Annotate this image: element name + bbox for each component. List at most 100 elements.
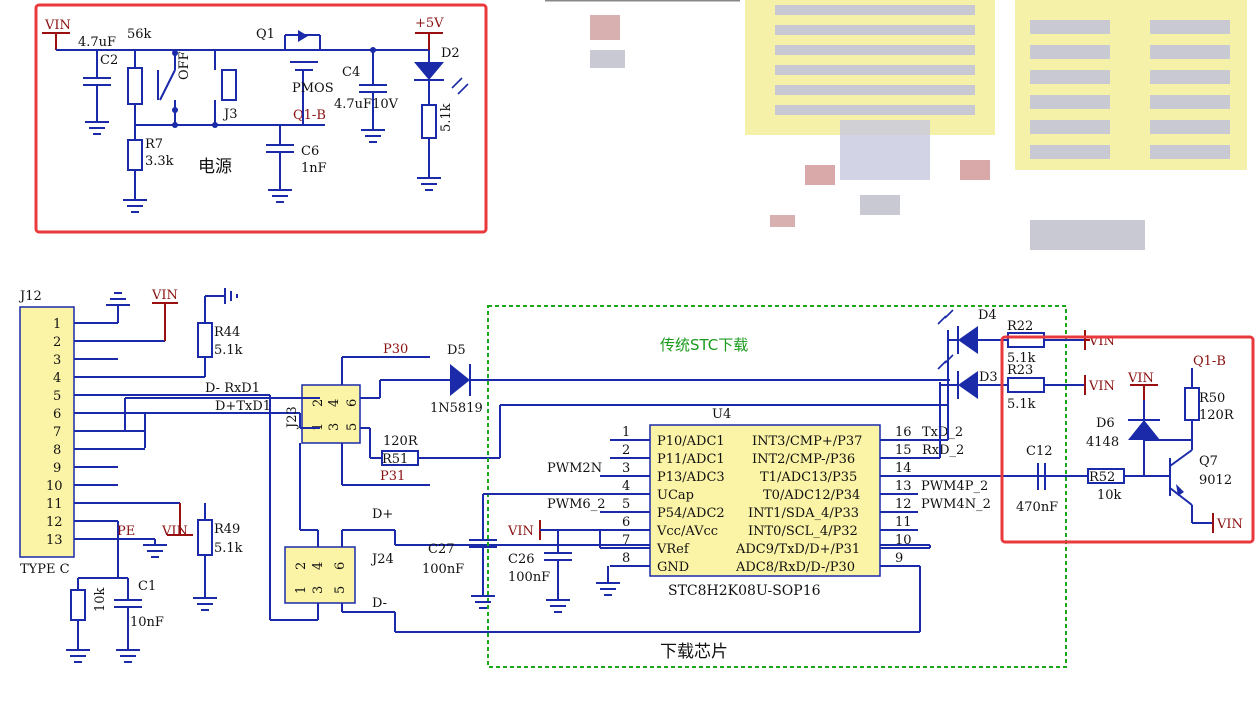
q1b-label: Q1-B <box>293 108 326 123</box>
d2-resistor-value: 5.1k <box>439 103 454 132</box>
vin-label: VIN <box>44 18 71 33</box>
r44-value: 5.1k <box>214 343 243 358</box>
pin-number: 6 <box>622 515 630 530</box>
d6-value: 4148 <box>1086 435 1119 450</box>
pwm6-label: PWM6_2 <box>547 497 605 512</box>
j24-pin: 2 <box>294 562 309 570</box>
highlight-box-power <box>34 3 488 234</box>
j12-pin: 1 <box>53 317 61 332</box>
pmos-label: PMOS <box>292 81 334 96</box>
r52-label: R52 <box>1089 470 1115 485</box>
c12-value: 470nF <box>1016 500 1058 515</box>
pin-name: INT0/SCL_4/P32 <box>748 524 858 539</box>
j23-label: J23 <box>285 406 300 430</box>
j12-pin: 3 <box>53 353 61 368</box>
j12-pin: 5 <box>53 389 61 404</box>
pin-number: 13 <box>895 479 912 494</box>
driver-vin2-label: VIN <box>1216 517 1243 532</box>
pin-number: 11 <box>895 515 912 530</box>
driver-vin-label: VIN <box>1127 371 1154 386</box>
r50-label: R50 <box>1199 391 1225 406</box>
q1-label: Q1 <box>256 27 275 42</box>
j24-pin: 4 <box>311 562 326 570</box>
mcu-vin-label: VIN <box>507 524 534 539</box>
j24-pin: 5 <box>333 586 348 594</box>
mcu-title-cn: 传统STC下载 <box>660 336 748 354</box>
r7-label: R7 <box>145 137 163 152</box>
pin-number: 7 <box>622 533 630 548</box>
chassis-ground-symbol <box>205 288 238 304</box>
r52-value: 10k <box>1097 488 1122 503</box>
pwm2n-label: PWM2N <box>547 461 602 476</box>
mcu-section: 传统STC下载 下载芯片 U4 STC8H2K08U-SOP16 1P10/AD… <box>422 305 1088 668</box>
j12-pin: 2 <box>53 335 61 350</box>
ground-symbol <box>193 597 217 611</box>
pin-number: 4 <box>622 479 630 494</box>
j23-pin: 1 <box>311 423 326 431</box>
u4-chip <box>649 424 881 577</box>
c4-label: C4 <box>342 65 360 80</box>
d5-label: D5 <box>447 343 466 358</box>
c1-label: C1 <box>138 579 156 594</box>
pin-number: 16 <box>895 425 912 440</box>
pin-name: P11/ADC1 <box>657 452 725 467</box>
ground-symbol <box>143 544 167 558</box>
ground-symbol <box>268 189 292 203</box>
r23-value: 5.1k <box>1007 397 1036 412</box>
pin-name: ADC8/RxD/D-/P30 <box>735 560 855 575</box>
plus5v-label: +5V <box>415 16 444 31</box>
j12-pin: 6 <box>53 407 61 422</box>
j23-pin: 3 <box>327 423 342 431</box>
j24-pin: 3 <box>311 586 326 594</box>
pin-name: P10/ADC1 <box>657 434 725 449</box>
dm-rxd-label: D- RxD1 <box>205 381 260 396</box>
r7-value: 3.3k <box>145 154 174 169</box>
led-section: D4 R22 5.1k VIN D3 R23 5.1k VIN <box>937 308 1115 412</box>
r56k-value: 56k <box>127 27 152 42</box>
dp-txd-label: D+TxD1 <box>215 399 271 414</box>
pin-name: P13/ADC3 <box>657 470 725 485</box>
ground-symbol <box>85 121 109 135</box>
pin-number: 5 <box>622 497 630 512</box>
j12-pin: 7 <box>53 425 61 440</box>
pin-name: ADC9/TxD/D+/P31 <box>735 542 860 557</box>
pin-number: 10 <box>895 533 912 548</box>
r22-value: 5.1k <box>1007 351 1036 366</box>
j12-pin: 12 <box>46 515 63 530</box>
j12-connector <box>19 306 75 558</box>
r22-label: R22 <box>1007 319 1033 334</box>
off-label: OFF <box>177 51 192 80</box>
pin-number: 3 <box>622 461 630 476</box>
pe-label: PE <box>117 524 135 539</box>
rxd2-label: RxD_2 <box>922 443 964 458</box>
j12-pin: 8 <box>53 443 61 458</box>
p30-label: P30 <box>383 342 408 357</box>
txd2-label: TxD_2 <box>922 425 963 440</box>
power-label-cn: 电源 <box>198 157 232 177</box>
pin-number: 8 <box>622 551 630 566</box>
ground-symbol <box>471 595 495 609</box>
pin-name: UCap <box>657 488 694 503</box>
j12-pin: 11 <box>46 497 63 512</box>
j23-pin: 6 <box>345 399 360 407</box>
blurred-region <box>545 0 1247 250</box>
d3-label: D3 <box>979 370 998 385</box>
j23-pin: 4 <box>327 399 342 407</box>
c2-label: C2 <box>100 53 118 68</box>
j12-pin: 4 <box>53 371 61 386</box>
j12-pin: 13 <box>46 533 63 548</box>
q7-label: Q7 <box>1199 454 1218 469</box>
p31-label: P31 <box>380 469 405 484</box>
dminus-label: D- <box>372 596 387 611</box>
j23-connector <box>301 384 361 444</box>
pin-name: INT3/CMP+/P37 <box>752 434 862 449</box>
pin-number: 15 <box>895 443 912 458</box>
pin-name: Vcc/AVcc <box>656 524 718 539</box>
ground-symbol <box>123 199 147 213</box>
power-section: VIN 4.7uF C2 56k OFF J3 Q1-B <box>34 3 488 234</box>
c2-value: 4.7uF <box>78 35 116 50</box>
pin-number: 14 <box>895 461 912 476</box>
c4-value: 4.7uF10V <box>334 97 399 112</box>
ground-symbol <box>361 129 385 143</box>
pin-number: 12 <box>895 497 912 512</box>
